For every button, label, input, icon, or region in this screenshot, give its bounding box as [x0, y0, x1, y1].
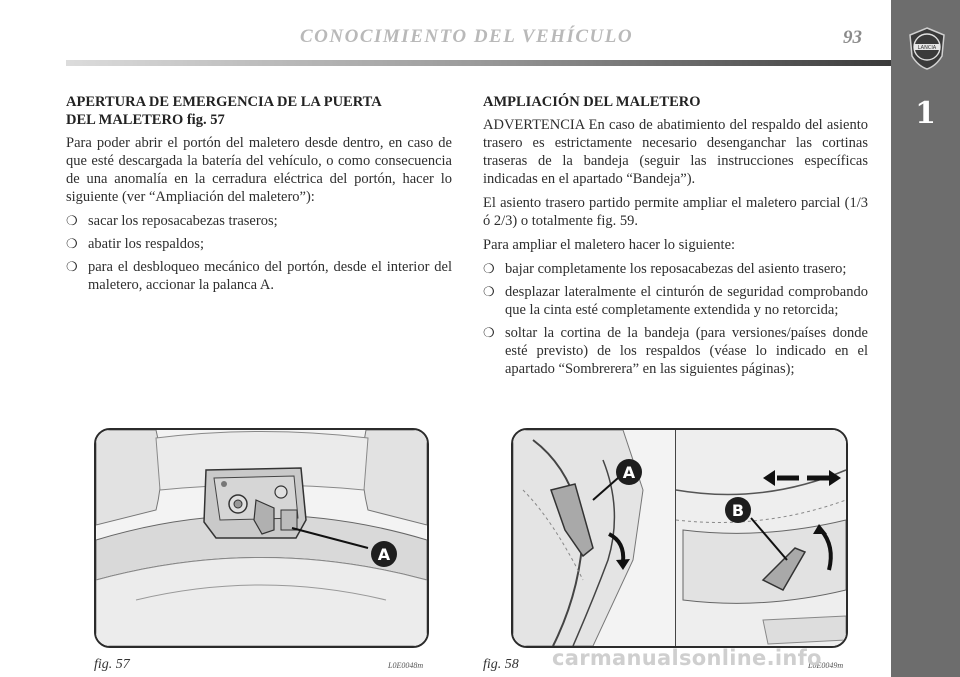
seat-release-illustration: A B	[511, 428, 848, 648]
bullet-icon: ❍	[483, 261, 495, 276]
chapter-number: 1	[915, 96, 936, 131]
callout-marker-a	[371, 541, 397, 567]
emergency-opening-heading: APERTURA DE EMERGENCIA DE LA PUERTA DEL …	[66, 94, 382, 128]
page-number: 93	[843, 27, 862, 48]
bullet-icon: ❍	[483, 284, 495, 299]
list-item: ❍ para el desbloqueo mecánico del portón…	[66, 259, 452, 293]
callout-marker-b	[725, 497, 751, 523]
section-title: CONOCIMIENTO DEL VEHÍCULO	[300, 26, 634, 47]
fig57-code: L0E0048m	[388, 661, 424, 670]
list-item: ❍ bajar completamente los reposacabezas …	[483, 261, 847, 277]
callout-a-label: A	[623, 463, 636, 482]
rotate-arrow-icon	[616, 559, 630, 570]
procedure-intro: Para ampliar el maletero hacer lo siguie…	[483, 237, 736, 253]
warning-paragraph: ADVERTENCIA En caso de abatimiento del r…	[483, 117, 868, 187]
bullet-icon: ❍	[66, 236, 78, 251]
svg-text:LANCIA: LANCIA	[918, 45, 937, 51]
right-column: AMPLIACIÓN DEL MALETERO ADVERTENCIA En c…	[483, 93, 868, 383]
callout-a-label: A	[378, 545, 391, 564]
bullet-icon: ❍	[483, 325, 495, 340]
watermark: carmanualsonline.info	[552, 646, 822, 670]
trunk-lock-illustration: A	[94, 428, 429, 648]
list-item: ❍ soltar la cortina de la bandeja (para …	[483, 325, 868, 377]
left-column: APERTURA DE EMERGENCIA DE LA PUERTA DEL …	[66, 93, 452, 299]
callout-b-label: B	[732, 501, 744, 520]
list-item: ❍ sacar los reposacabezas traseros;	[66, 213, 278, 229]
fig58-caption: fig. 58	[483, 657, 519, 672]
emergency-opening-paragraph: Para poder abrir el portón del maletero …	[66, 135, 452, 205]
bullet-icon: ❍	[66, 213, 78, 228]
callout-marker-a	[616, 459, 642, 485]
header-divider	[66, 60, 891, 66]
left-arrow-icon	[763, 470, 775, 486]
list-item: ❍ abatir los respaldos;	[66, 236, 204, 252]
lancia-logo-icon: LANCIA	[909, 27, 945, 70]
trunk-expansion-heading: AMPLIACIÓN DEL MALETERO	[483, 94, 701, 110]
fig57-caption: fig. 57	[94, 657, 130, 672]
fig58-code: L0E0049m	[808, 661, 844, 670]
list-item: ❍ desplazar lateralmente el cinturón de …	[483, 284, 868, 318]
bullet-icon: ❍	[66, 259, 78, 274]
right-arrow-icon	[829, 470, 841, 486]
split-seat-paragraph: El asiento trasero partido permite ampli…	[483, 195, 868, 229]
rotate-arrow-icon	[813, 524, 827, 534]
chapter-sidebar	[891, 0, 960, 677]
